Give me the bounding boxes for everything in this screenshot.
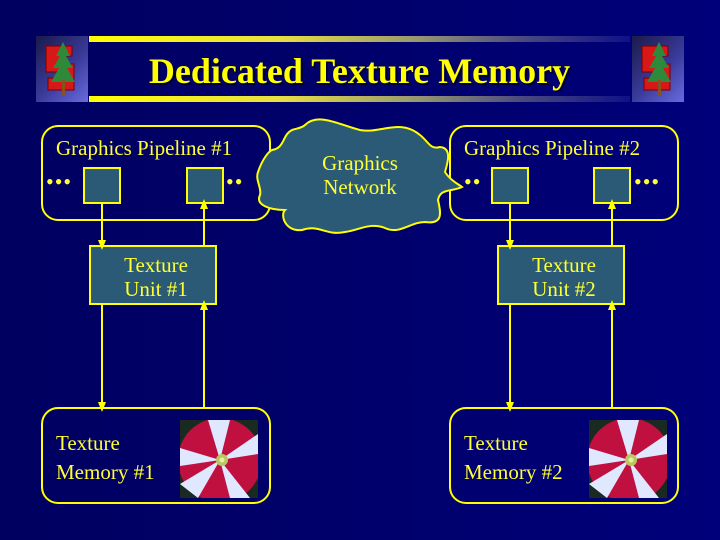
network-label-line1: Graphics <box>322 151 398 175</box>
pipeline-1-stage-out <box>83 167 121 204</box>
title-bar-bottom <box>89 96 630 102</box>
texture-memory-1-line1: Texture <box>56 431 120 455</box>
texture-memory-2-line1: Texture <box>464 431 528 455</box>
texture-memory-2-line2: Memory #2 <box>464 460 563 484</box>
pipeline-2-title: Graphics Pipeline #2 <box>464 136 641 160</box>
texture-unit-1-line2: Unit #1 <box>124 277 188 301</box>
pipeline-2-container <box>449 125 679 221</box>
texture-unit-2-line1: Texture <box>532 253 596 277</box>
pipeline-1-stage-in <box>186 167 224 204</box>
pipeline-1-ellipsis-left: ••• <box>46 169 73 194</box>
graphics-network-cloud <box>256 118 464 234</box>
texture-memory-1-line2: Memory #1 <box>56 460 155 484</box>
texture-unit-2-box <box>497 245 625 305</box>
pipeline-2-ellipsis-right: ••• <box>634 169 661 194</box>
texture-unit-1-box <box>89 245 217 305</box>
petunia-flower-photo <box>180 420 258 498</box>
pipeline-2-stage-out <box>491 167 529 204</box>
texture-memory-2-container <box>449 407 679 504</box>
pipeline-2-ellipsis-left: •• <box>464 169 482 194</box>
stanford-tree-logo-icon <box>36 36 88 102</box>
network-label-line2: Network <box>323 175 397 199</box>
slide-title: Dedicated Texture Memory <box>148 51 571 91</box>
pipeline-2-stage-in <box>593 167 631 204</box>
texture-memory-1-container <box>41 407 271 504</box>
petunia-flower-photo <box>589 420 667 498</box>
stanford-tree-logo-icon <box>632 36 684 102</box>
texture-unit-1-line1: Texture <box>124 253 188 277</box>
title-bar-top <box>89 36 630 42</box>
texture-unit-2-line2: Unit #2 <box>532 277 596 301</box>
pipeline-1-title: Graphics Pipeline #1 <box>56 136 233 160</box>
pipeline-1-ellipsis-right: •• <box>226 169 244 194</box>
